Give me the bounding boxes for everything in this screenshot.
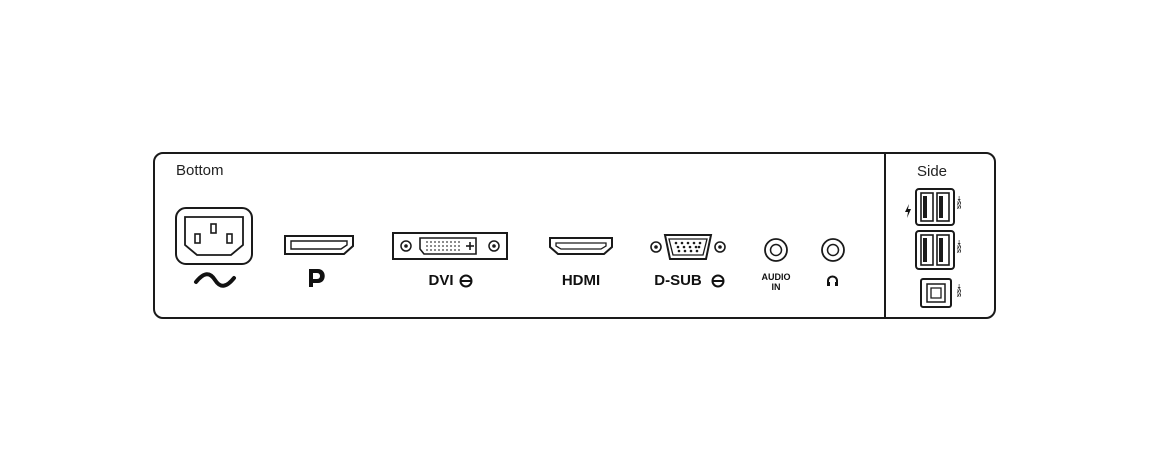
ac-power-socket-icon	[175, 207, 253, 265]
dvi-label: DVI	[428, 272, 454, 289]
charging-bolt-icon	[905, 204, 911, 218]
usb-ss-tag: SS⇠	[957, 196, 963, 210]
side-section-label: Side	[917, 163, 948, 180]
displayport-icon	[284, 235, 354, 255]
headphone-icon	[827, 275, 838, 286]
audio-in-label-line2: IN	[771, 282, 781, 292]
connector-panel	[153, 152, 996, 319]
hdmi-port-icon	[549, 237, 613, 255]
usb-ss-tag: SS⇠	[957, 240, 963, 254]
hdmi-label: HDMI	[561, 272, 601, 289]
ac-wave-icon	[194, 272, 236, 288]
usb-a-port-icon	[915, 188, 955, 226]
dvi-port-icon	[392, 232, 508, 260]
screw-icon	[711, 274, 725, 288]
usb-a-port-icon	[915, 230, 955, 270]
bottom-section-label: Bottom	[176, 162, 224, 179]
panel-divider	[884, 153, 886, 318]
usb-b-port-icon	[920, 278, 952, 308]
dsub-label: D-SUB	[654, 272, 702, 289]
displayport-logo-icon	[309, 269, 325, 287]
vga-port-icon	[650, 234, 726, 260]
headphone-jack-icon	[821, 238, 845, 262]
screw-icon	[459, 274, 473, 288]
audio-jack-icon	[764, 238, 788, 262]
usb-ss-tag: SS⇠	[957, 284, 963, 298]
audio-in-label-line1: AUDIO	[761, 272, 791, 282]
